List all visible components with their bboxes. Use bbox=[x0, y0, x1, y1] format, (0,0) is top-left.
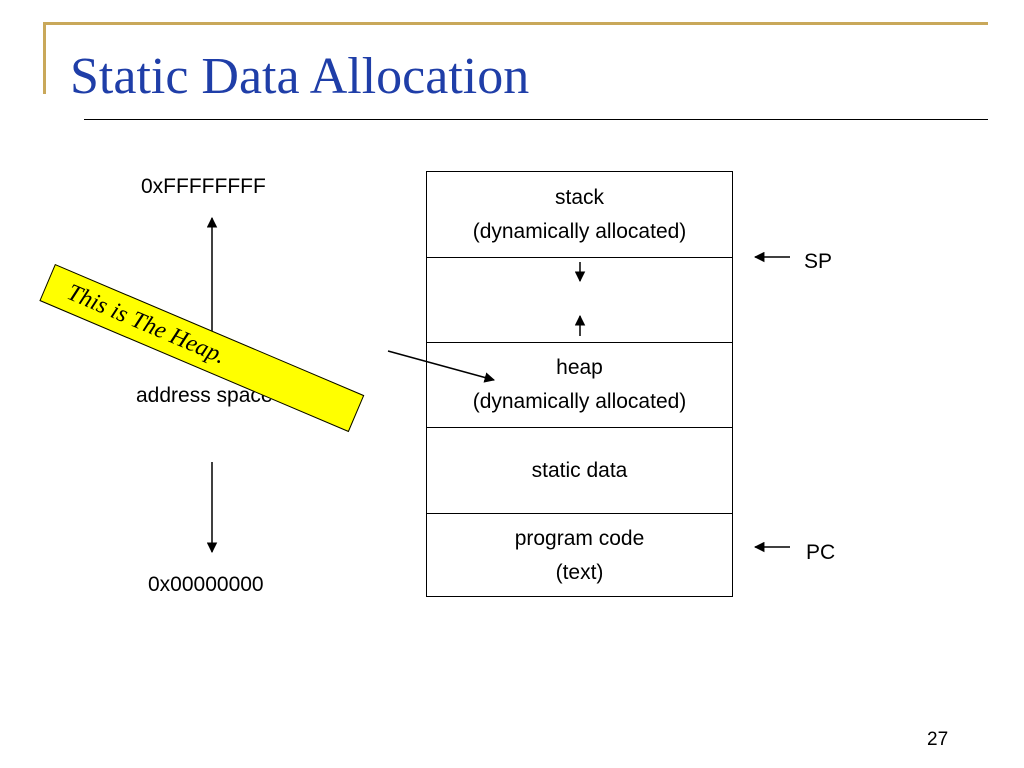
heap-segment: heap (dynamically allocated) bbox=[427, 343, 732, 428]
program-code-label: program code bbox=[514, 527, 645, 550]
page-number: 27 bbox=[927, 729, 949, 750]
title-divider bbox=[84, 119, 988, 120]
slide-title: Static Data Allocation bbox=[70, 48, 530, 105]
static-data-label: static data bbox=[531, 458, 628, 482]
address-space-label: address space bbox=[136, 384, 273, 407]
frame-accent-horizontal bbox=[43, 22, 988, 25]
stack-segment: stack (dynamically allocated) bbox=[427, 172, 732, 258]
sp-register-label: SP bbox=[804, 250, 833, 273]
heap-sublabel: (dynamically allocated) bbox=[472, 390, 687, 413]
stack-label: stack bbox=[554, 185, 604, 209]
bottom-address-label: 0x00000000 bbox=[148, 573, 264, 596]
memory-layout-diagram: stack (dynamically allocated) heap (dyna… bbox=[426, 171, 733, 597]
program-code-segment: program code (text) bbox=[427, 514, 732, 598]
top-address-label: 0xFFFFFFFF bbox=[141, 175, 266, 198]
static-data-segment: static data bbox=[427, 428, 732, 514]
free-space-segment bbox=[427, 258, 732, 343]
stack-sublabel: (dynamically allocated) bbox=[472, 219, 687, 243]
callout-arrow bbox=[387, 350, 496, 383]
heap-label: heap bbox=[556, 356, 603, 379]
pc-register-label: PC bbox=[806, 541, 836, 564]
frame-accent-vertical bbox=[43, 22, 46, 94]
program-code-sublabel: (text) bbox=[555, 561, 604, 584]
